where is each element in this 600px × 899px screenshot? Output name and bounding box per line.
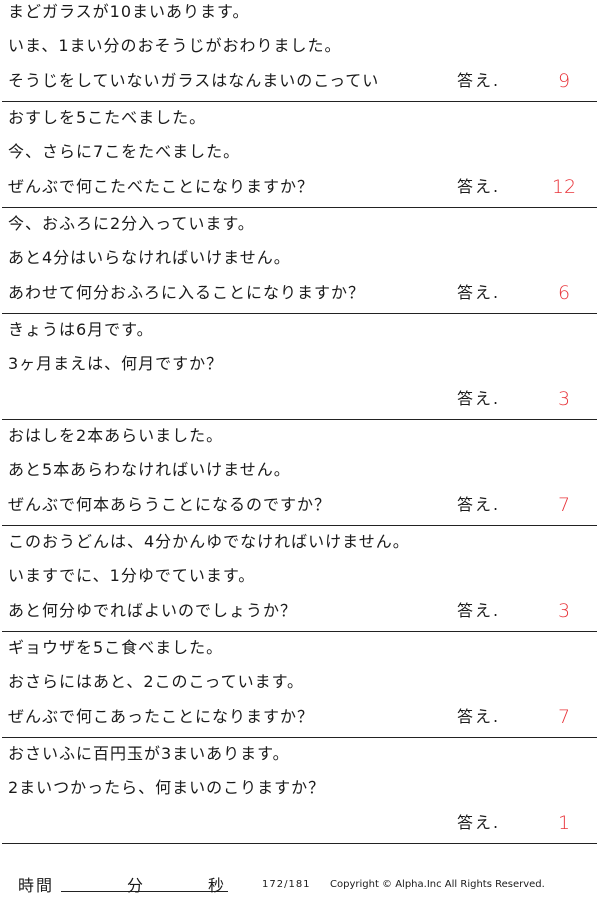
answer-value: 7 xyxy=(557,706,571,728)
answer-value: 3 xyxy=(557,388,571,410)
divider-line xyxy=(2,737,597,738)
divider-line xyxy=(2,525,597,526)
answer-label: 答え. xyxy=(457,389,501,408)
problem-3-line-2: あと4分はいらなければいけません。 xyxy=(8,248,291,267)
problem-1: まどガラスが10まいあります。いま、1まい分のおそうじがおわりました。そうじをし… xyxy=(0,0,600,102)
problem-7: ギョウザを5こ食べました。おさらにはあと、2このこっています。ぜんぶで何こあった… xyxy=(0,632,600,738)
answer-value: 6 xyxy=(557,282,571,304)
answer-value: 9 xyxy=(557,70,571,92)
problem-1-line-2: いま、1まい分のおそうじがおわりました。 xyxy=(8,36,342,55)
problem-7-line-2: おさらにはあと、2このこっています。 xyxy=(8,672,305,691)
answer-label: 答え. xyxy=(457,495,501,514)
problem-2: おすしを5こたべました。今、さらに7こをたべました。ぜんぶで何こたべたことになり… xyxy=(0,102,600,208)
answer-label: 答え. xyxy=(457,707,501,726)
divider-line xyxy=(2,631,597,632)
problem-6-line-1: このおうどんは、4分かんゆでなければいけません。 xyxy=(8,532,410,551)
problem-3: 今、おふろに2分入っています。あと4分はいらなければいけません。あわせて何分おふ… xyxy=(0,208,600,314)
footer: 時間 分 秒 172/181 Copyright © Alpha.Inc All… xyxy=(0,868,600,898)
problem-8-line-1: おさいふに百円玉が3まいあります。 xyxy=(8,744,290,763)
problem-3-line-1: 今、おふろに2分入っています。 xyxy=(8,214,255,233)
answer-label: 答え. xyxy=(457,177,501,196)
problem-1-line-1: まどガラスが10まいあります。 xyxy=(8,2,250,21)
answer-label: 答え. xyxy=(457,813,501,832)
answer-label: 答え. xyxy=(457,283,501,302)
copyright: Copyright © Alpha.Inc All Rights Reserve… xyxy=(330,879,545,890)
answer-value: 3 xyxy=(557,600,571,622)
problem-4-line-2: 3ヶ月まえは、何月ですか？ xyxy=(8,354,224,373)
problem-6-line-3: あと何分ゆでればよいのでしょうか？ xyxy=(8,601,298,620)
problem-5-line-2: あと5本あらわなければいけません。 xyxy=(8,460,291,479)
problem-5-line-3: ぜんぶで何本あらうことになるのですか？ xyxy=(8,495,332,514)
divider-line xyxy=(2,101,597,102)
problem-2-line-3: ぜんぶで何こたべたことになりますか？ xyxy=(8,177,315,196)
problem-8: おさいふに百円玉が3まいあります。 2まいつかったら、何まいのこりますか？ 答え. 1 xyxy=(0,738,600,844)
problem-6: このおうどんは、4分かんゆでなければいけません。いますでに、1分ゆでています。あ… xyxy=(0,526,600,632)
answer-value: 1 xyxy=(557,812,571,834)
answer-value: 7 xyxy=(557,494,571,516)
page-number: 172/181 xyxy=(262,879,311,890)
problem-5-line-1: おはしを2本あらいました。 xyxy=(8,426,224,445)
time-underline xyxy=(61,891,228,892)
problem-4-line-1: きょうは6月です。 xyxy=(8,320,154,339)
divider-line xyxy=(2,843,597,844)
minutes-label: 分 xyxy=(127,876,144,895)
problem-3-line-3: あわせて何分おふろに入ることになりますか？ xyxy=(8,283,366,302)
problem-2-line-2: 今、さらに7こをたべました。 xyxy=(8,142,241,161)
divider-line xyxy=(2,207,597,208)
problem-7-line-3: ぜんぶで何こあったことになりますか？ xyxy=(8,707,315,726)
problem-4: きょうは6月です。 3ヶ月まえは、何月ですか？ 答え. 3 xyxy=(0,314,600,420)
problem-6-line-2: いますでに、1分ゆでています。 xyxy=(8,566,256,585)
problem-5: おはしを2本あらいました。あと5本あらわなければいけません。ぜんぶで何本あらうこ… xyxy=(0,420,600,526)
problem-2-line-1: おすしを5こたべました。 xyxy=(8,108,207,127)
answer-label: 答え. xyxy=(457,601,501,620)
divider-line xyxy=(2,313,597,314)
time-label: 時間 xyxy=(18,876,55,895)
problem-7-line-1: ギョウザを5こ食べました。 xyxy=(8,638,224,657)
problem-1-line-3: そうじをしていないガラスはなんまいのこってい xyxy=(8,71,380,90)
problem-8-line-2: 2まいつかったら、何まいのこりますか？ xyxy=(8,778,326,797)
seconds-label: 秒 xyxy=(208,876,225,895)
answer-value: 12 xyxy=(551,176,577,198)
answer-label: 答え. xyxy=(457,71,501,90)
divider-line xyxy=(2,419,597,420)
